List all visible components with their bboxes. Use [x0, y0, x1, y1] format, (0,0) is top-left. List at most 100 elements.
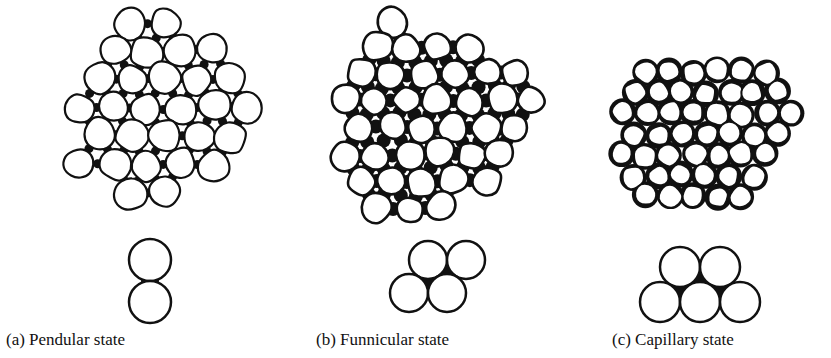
particle: [709, 145, 728, 166]
particle: [659, 101, 680, 122]
particle: [64, 149, 94, 177]
pendular-cluster: [64, 8, 262, 210]
particle: [634, 145, 656, 167]
particle: [361, 143, 389, 169]
particle: [649, 82, 669, 102]
pendular-sketch: [129, 239, 171, 323]
particle: [766, 122, 788, 143]
particle: [474, 59, 500, 84]
particle: [409, 241, 447, 279]
particle: [719, 122, 741, 144]
particle: [485, 140, 513, 167]
particle: [472, 168, 501, 196]
particle: [672, 123, 694, 144]
funicular-cluster: [331, 7, 545, 223]
particle: [780, 102, 801, 124]
particle: [362, 193, 392, 223]
particle: [65, 94, 95, 122]
particle: [612, 143, 632, 164]
particle: [100, 149, 132, 180]
particle: [348, 59, 376, 86]
particle: [755, 143, 775, 163]
particle: [439, 165, 468, 194]
particle: [684, 143, 707, 165]
particle: [393, 87, 420, 112]
particle: [730, 186, 752, 207]
particle: [408, 169, 436, 197]
particle: [424, 33, 451, 59]
particle: [425, 138, 454, 167]
particle: [731, 60, 753, 81]
particle: [115, 120, 148, 152]
particle: [634, 61, 657, 83]
particle: [148, 120, 179, 151]
liquid-fill: [657, 182, 684, 209]
particle: [660, 247, 700, 287]
particle: [623, 125, 645, 146]
particle: [768, 81, 788, 101]
capillary-sketch: [640, 247, 760, 322]
particle: [659, 185, 683, 208]
particle: [488, 84, 517, 113]
particle: [447, 241, 485, 279]
particle: [348, 167, 375, 195]
particle: [422, 84, 451, 114]
particle: [166, 148, 195, 178]
particle: [694, 164, 715, 185]
particle: [198, 150, 229, 182]
particle: [625, 82, 647, 103]
particle: [683, 102, 703, 121]
liquid-fill: [704, 56, 731, 83]
particle: [743, 165, 765, 187]
particle: [697, 125, 717, 145]
particle: [741, 82, 762, 102]
particle: [706, 58, 728, 80]
particle: [345, 114, 372, 142]
particle: [132, 151, 161, 182]
particle: [721, 83, 743, 103]
particle: [390, 274, 428, 312]
particle: [149, 176, 180, 206]
particle: [129, 281, 171, 323]
particle: [396, 141, 424, 169]
particle: [708, 188, 728, 207]
particle: [85, 62, 116, 94]
particle: [198, 90, 230, 119]
particle: [636, 102, 658, 123]
particle: [456, 34, 484, 62]
figure-caption: (a) Pendular state: [6, 330, 125, 350]
particle: [152, 9, 181, 38]
particle: [214, 122, 246, 153]
particle: [397, 198, 423, 222]
particle: [184, 122, 215, 151]
particle: [635, 184, 656, 205]
particle: [659, 62, 680, 81]
particle: [459, 143, 486, 168]
particle: [392, 34, 420, 61]
particle: [502, 60, 528, 86]
funicular-sketch: [390, 241, 485, 312]
particle: [502, 115, 527, 141]
particle: [99, 92, 128, 121]
particle: [119, 65, 147, 93]
particle: [441, 60, 469, 87]
particle: [657, 145, 680, 167]
particle: [718, 166, 738, 187]
particle: [683, 186, 703, 207]
particle: [84, 117, 114, 149]
particle: [518, 87, 545, 113]
particle: [361, 88, 387, 115]
particle: [680, 282, 720, 322]
capillary-cluster: [608, 56, 804, 210]
figure-caption: (c) Capillary state: [612, 330, 734, 350]
particle: [129, 239, 171, 281]
particle: [670, 81, 692, 103]
particle: [640, 282, 680, 322]
particle: [758, 102, 778, 123]
particle: [363, 32, 393, 60]
particle: [428, 274, 466, 312]
particle: [232, 92, 262, 124]
particle: [114, 178, 147, 209]
